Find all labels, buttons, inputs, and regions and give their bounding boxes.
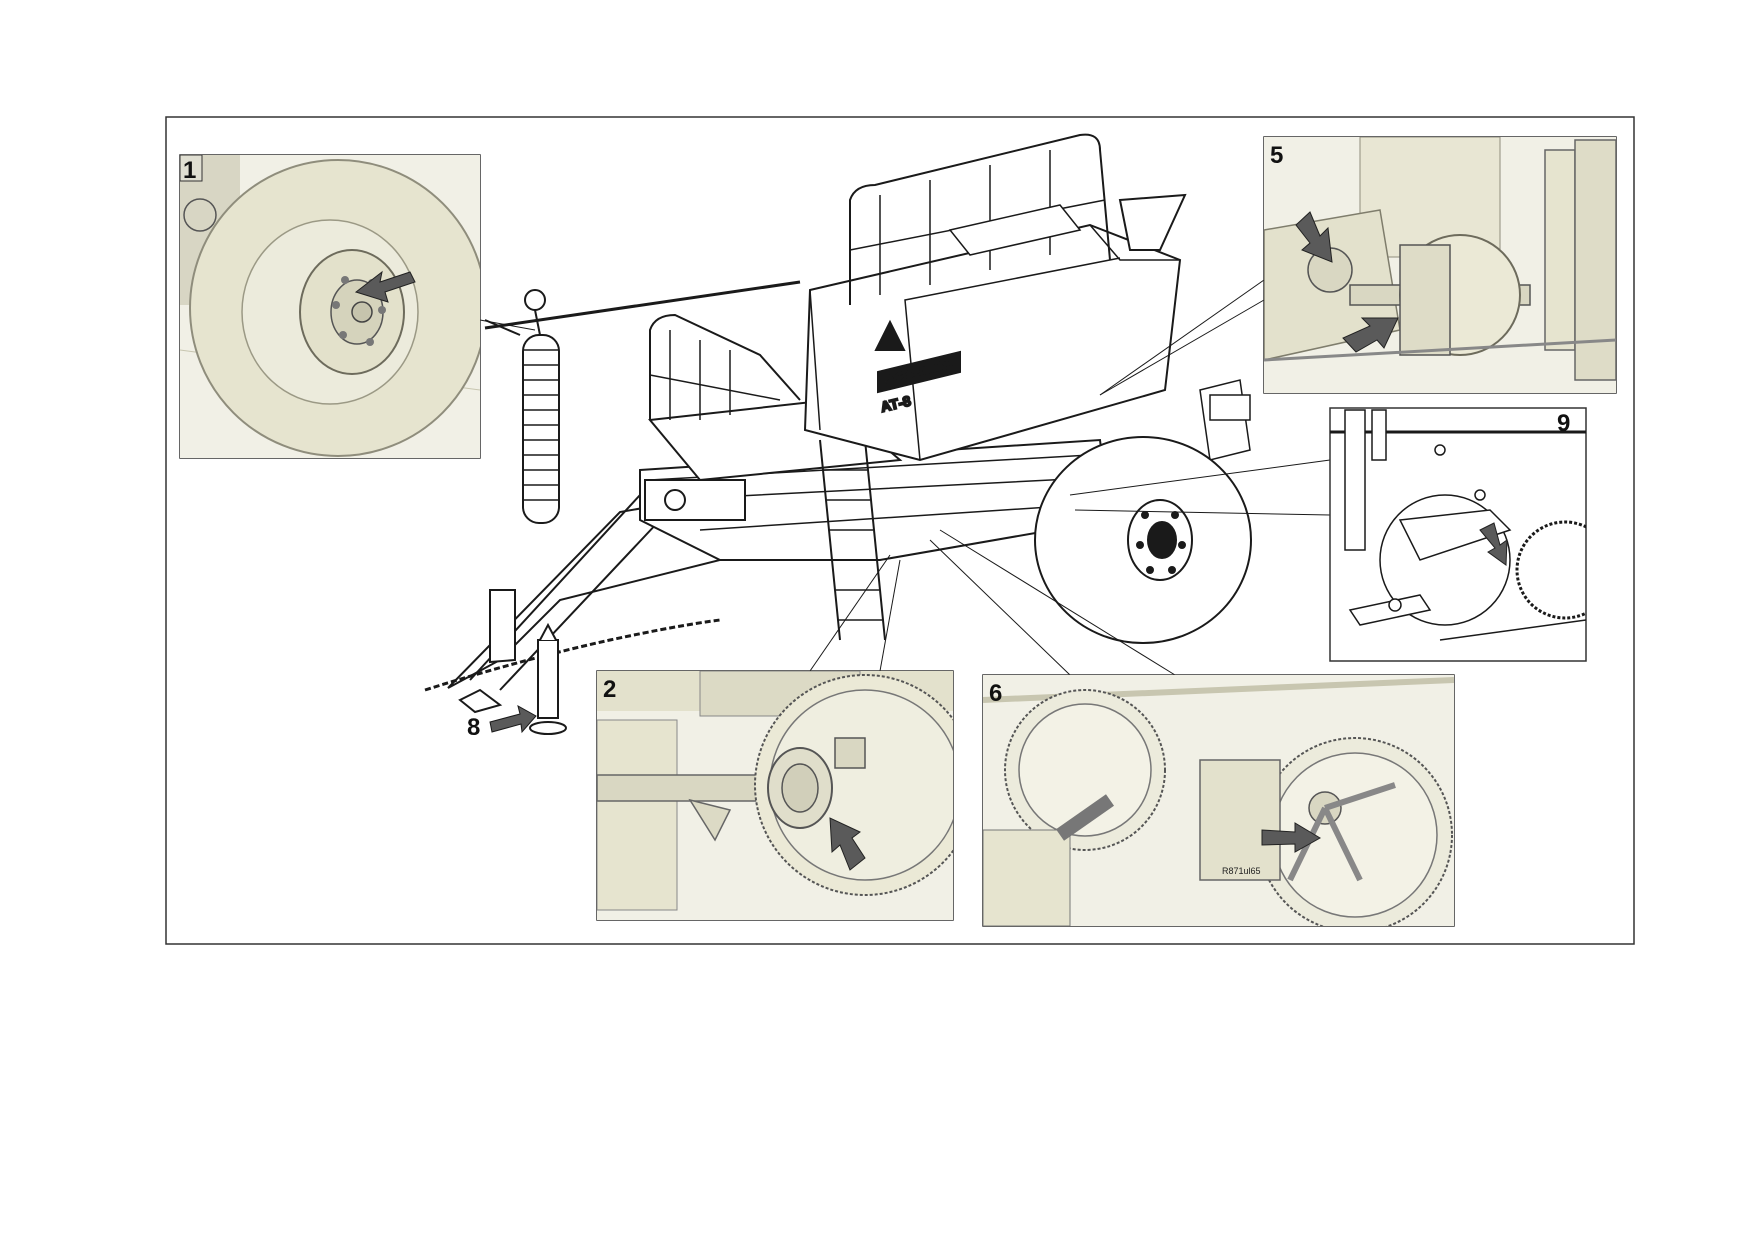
- hose-coil: [522, 289, 560, 524]
- seeder-machine-drawing: РОСТСЕЛЬМАШ АТ-8: [424, 133, 1251, 714]
- jack-stand: [529, 622, 567, 735]
- arrow-9: [1479, 522, 1508, 566]
- callout-5: 5: [1270, 142, 1283, 169]
- arrow-5a: [1295, 211, 1333, 263]
- arrow-6: [1261, 822, 1321, 853]
- arrow-8: [489, 705, 537, 734]
- callout-6: 6: [989, 680, 1002, 707]
- arrow-2: [829, 817, 866, 871]
- rear-wheel: [1034, 436, 1252, 644]
- leader-lines: [479, 279, 1331, 676]
- arrow-5b: [1342, 317, 1399, 353]
- inset-9-chain-tensioner: 9: [1329, 407, 1587, 662]
- inset-5-drive-bearing: 5: [1263, 136, 1617, 394]
- model-text: АТ-8: [879, 392, 912, 414]
- inset-6-gear-drive: R871ul65 6: [982, 674, 1455, 927]
- part-tag: R871ul65: [1222, 866, 1261, 876]
- callout-1: 1: [183, 157, 196, 184]
- callout-9: 9: [1557, 410, 1570, 437]
- callout-2: 2: [603, 676, 616, 703]
- inset-1-wheel-hub: 1: [179, 154, 481, 459]
- callout-8: 8: [467, 714, 480, 741]
- arrow-1: [354, 270, 416, 303]
- inset-2-shaft-bearing: 2: [596, 670, 954, 921]
